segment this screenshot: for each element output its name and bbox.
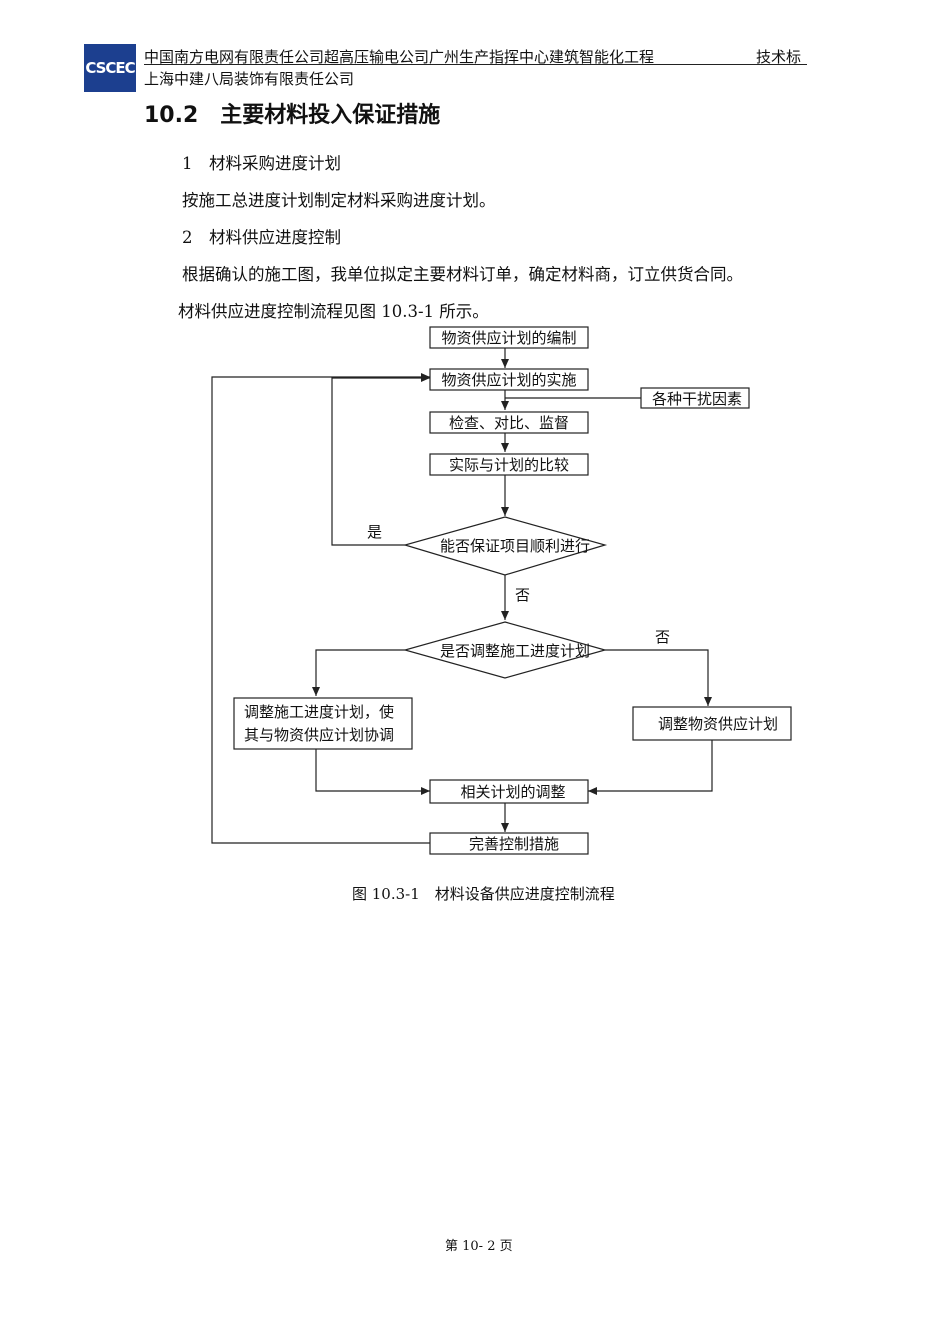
company-logo: CSCEC [84, 44, 136, 92]
flow-connectors [211, 348, 713, 844]
node-related-adjust: 相关计划的调整 [429, 779, 589, 804]
page-number: 第 10- 2 页 [445, 1239, 513, 1254]
node-adjust-supply: 调整物资供应计划 [632, 706, 792, 741]
node-interference: 各种干扰因素 [640, 387, 750, 409]
svg-text:物资供应计划的编制: 物资供应计划的编制 [441, 329, 576, 347]
svg-text:是否调整施工进度计划: 是否调整施工进度计划 [440, 642, 590, 660]
svg-text:调整物资供应计划: 调整物资供应计划 [658, 715, 778, 733]
node-compare: 实际与计划的比较 [429, 453, 589, 476]
decision-guarantee: 能否保证项目顺利进行 [402, 516, 608, 576]
node-adjust-schedule: 调整施工进度计划，使 其与物资供应计划协调 [233, 697, 413, 750]
svg-text:实际与计划的比较: 实际与计划的比较 [449, 456, 569, 474]
label-no-1: 否 [515, 586, 530, 604]
label-yes: 是 [367, 523, 382, 541]
svg-text:调整施工进度计划，使: 调整施工进度计划，使 [244, 703, 394, 721]
svg-text:相关计划的调整: 相关计划的调整 [460, 783, 565, 801]
header-company: 上海中建八局装饰有限责任公司 [144, 70, 355, 88]
header-project-title: 中国南方电网有限责任公司超高压输电公司广州生产指挥中心建筑智能化工程 [144, 48, 655, 66]
para-heading-1: 1 材料采购进度计划 [182, 154, 341, 173]
node-check: 检查、对比、监督 [429, 411, 589, 434]
section-title: 10.2 主要材料投入保证措施 [144, 103, 441, 128]
para-text-2: 根据确认的施工图，我单位拟定主要材料订单，确定材料商，订立供货合同。 [182, 265, 743, 284]
svg-text:其与物资供应计划协调: 其与物资供应计划协调 [244, 726, 394, 744]
node-improve-measures: 完善控制措施 [429, 832, 589, 855]
figure-caption: 图 10.3-1 材料设备供应进度控制流程 [352, 885, 615, 903]
header-doc-type: 技术标 [756, 48, 802, 66]
svg-text:完善控制措施: 完善控制措施 [469, 835, 559, 853]
label-no-2: 否 [655, 628, 670, 646]
header-rule [144, 64, 807, 65]
para-text-3: 材料供应进度控制流程见图 10.3-1 所示。 [178, 302, 489, 321]
node-plan-compile: 物资供应计划的编制 [429, 326, 589, 349]
svg-text:能否保证项目顺利进行: 能否保证项目顺利进行 [440, 537, 590, 555]
node-plan-implement: 物资供应计划的实施 [429, 368, 589, 391]
para-text-1: 按施工总进度计划制定材料采购进度计划。 [182, 191, 496, 210]
svg-text:物资供应计划的实施: 物资供应计划的实施 [441, 371, 576, 389]
para-heading-2: 2 材料供应进度控制 [182, 228, 341, 247]
svg-text:各种干扰因素: 各种干扰因素 [652, 390, 742, 408]
decision-adjust-schedule: 是否调整施工进度计划 [402, 621, 608, 679]
svg-text:检查、对比、监督: 检查、对比、监督 [449, 414, 569, 432]
